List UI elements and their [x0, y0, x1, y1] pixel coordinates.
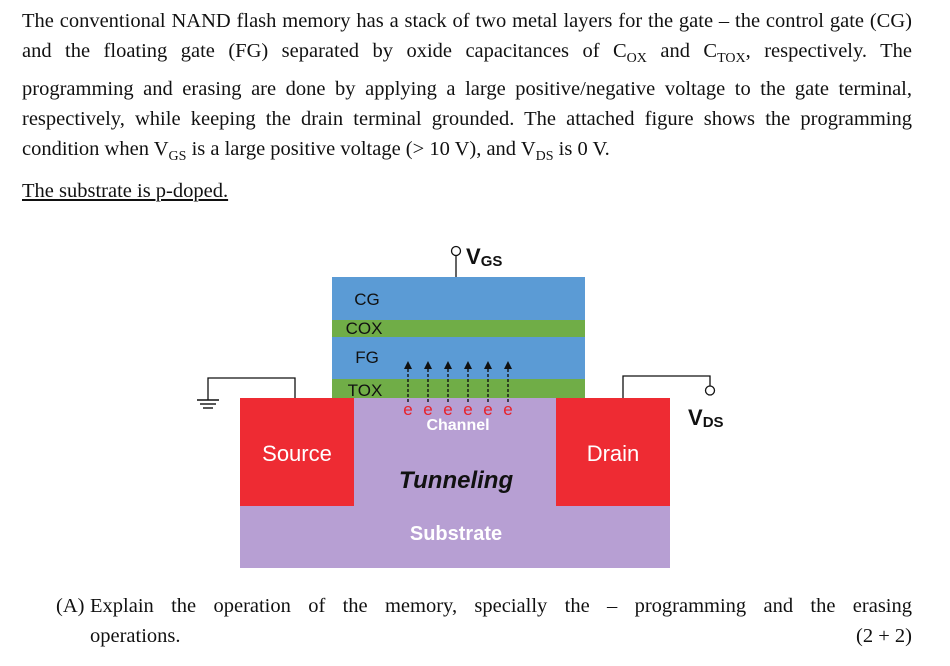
tox-layer — [332, 379, 585, 398]
substrate-note: The substrate is p-doped. — [22, 180, 229, 202]
cg-label: CG — [354, 290, 380, 309]
arrowhead — [424, 361, 432, 369]
intro-paragraph: The conventional NAND flash memory has a… — [22, 6, 912, 172]
vds-main: V — [688, 405, 703, 430]
drain-wire — [622, 375, 711, 398]
tunneling-label: Tunneling — [399, 467, 514, 494]
fg-label: FG — [355, 348, 379, 367]
tox-label: TOX — [348, 381, 383, 400]
floating-gate-layer — [332, 337, 585, 379]
channel-label: Channel — [426, 417, 489, 434]
electron: e — [443, 400, 452, 419]
vgs-main: V — [466, 244, 481, 269]
intro-text-c: , respectively. The programming and eras… — [22, 40, 912, 161]
control-gate-layer — [332, 277, 585, 320]
electron: e — [423, 400, 432, 419]
arrowhead — [404, 361, 412, 369]
question-a: (A) Explain the operation of the memory,… — [56, 591, 912, 651]
tunneling-arrowheads — [404, 361, 512, 369]
drain-terminal — [704, 385, 716, 396]
electron: e — [483, 400, 492, 419]
ground-icon — [197, 399, 219, 409]
electron: e — [503, 400, 512, 419]
question-label: (A) — [56, 595, 85, 617]
vds-sub: DS — [703, 414, 724, 431]
source-wire — [207, 377, 296, 400]
ctox-subscript: TOX — [717, 51, 746, 67]
vgs-sub: GS — [481, 253, 503, 270]
question-line-1: (A) Explain the operation of the memory,… — [56, 591, 912, 621]
question-marks: (2 + 2) — [856, 625, 912, 647]
question-text: Explain the operation of the memory, spe… — [90, 595, 912, 617]
gate-terminal — [450, 245, 462, 257]
arrowhead — [444, 361, 452, 369]
arrowhead — [464, 361, 472, 369]
intro-text-e: is 0 V. — [553, 138, 610, 161]
arrowhead — [484, 361, 492, 369]
intro-text-b: and C — [646, 40, 718, 62]
vgs-label: VGS — [466, 244, 502, 270]
drain-label: Drain — [587, 441, 640, 466]
cox-subscript: OX — [626, 51, 647, 67]
tunneling-arrows — [407, 368, 509, 402]
cox-label: COX — [346, 319, 383, 338]
electron: e — [463, 400, 472, 419]
vds-subscript: DS — [535, 149, 554, 165]
vds-label: VDS — [688, 405, 724, 431]
cox-layer — [332, 320, 585, 337]
electron: e — [403, 400, 412, 419]
intro-text-a: The conventional NAND flash memory has a… — [22, 10, 912, 62]
electrons: e e e e e e — [403, 400, 512, 419]
vgs-subscript: GS — [168, 149, 187, 165]
source-region — [240, 398, 354, 506]
question-text-cont: operations. — [90, 625, 181, 647]
substrate-label: Substrate — [410, 523, 502, 545]
arrowhead — [504, 361, 512, 369]
question-line-2: operations. (2 + 2) — [56, 621, 912, 651]
drain-region — [556, 398, 670, 506]
intro-text-d: is a large positive voltage (> 10 V), an… — [186, 138, 536, 161]
source-label: Source — [262, 441, 332, 466]
